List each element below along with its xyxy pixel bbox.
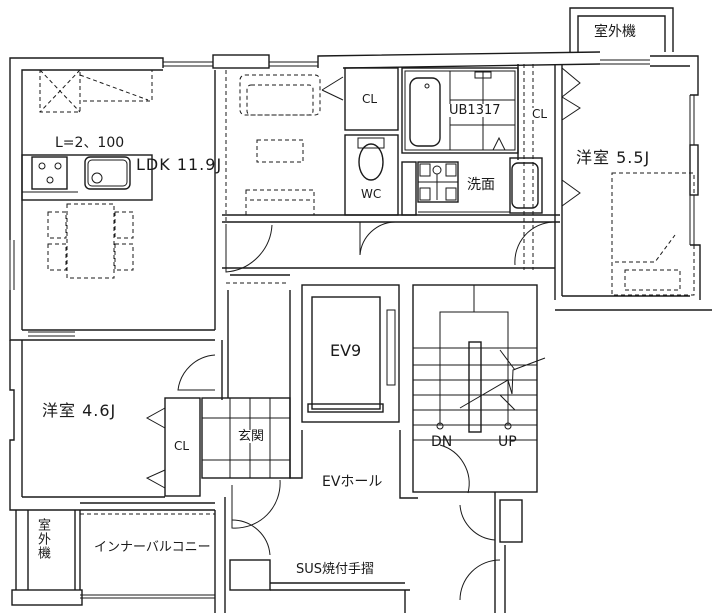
handrail-label: SUS焼付手摺 [296,562,375,577]
corridor [222,214,560,284]
closet-lower-label: CL [174,439,190,453]
closet-top-label: CL [362,92,378,106]
ldk-label: LDK 11.9J [136,155,223,174]
elevator-label: EV9 [330,341,362,360]
western-room-5-5-label: 洋室 5.5J [576,148,651,167]
toilet-label: WC [361,187,382,201]
unit-bath-label: UB1317 [449,103,501,118]
western-room-4-6-label: 洋室 4.6J [42,401,117,420]
stair-down-label: DN [431,434,453,450]
wet-area [344,64,695,300]
closet-right-label: CL [532,107,548,121]
entrance-label: 玄関 [238,429,265,444]
elevator-shaft [289,284,418,499]
ac-unit-top-label: 室外機 [594,24,636,40]
stair-up-label: UP [498,434,517,450]
western-room-lower [145,290,410,613]
outer-walls [9,7,712,511]
elevator-hall-label: EVホール [322,474,383,490]
inner-balcony-label: インナーバルコニー [94,540,211,555]
inner-balcony-area [11,510,216,613]
staircase [404,284,546,613]
washroom-label: 洗面 [467,177,495,193]
ac-unit-bottom-label: 室外機 [35,518,50,560]
kitchen-fixtures [21,69,344,330]
kitchen-length-label: L=2、100 [55,135,125,151]
